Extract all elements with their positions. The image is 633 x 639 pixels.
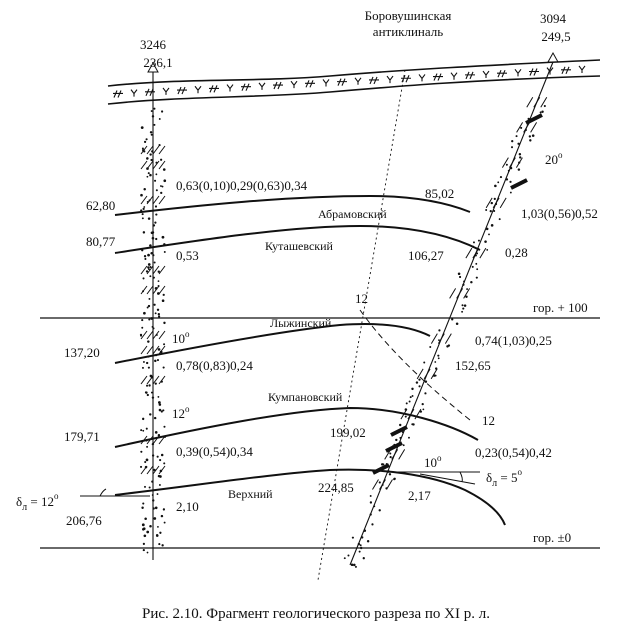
level-label-upper: гор. + 100 xyxy=(533,300,588,315)
seam-abramovsky xyxy=(114,194,471,216)
delta-left-label: δл = 12o xyxy=(16,491,59,513)
fault-line xyxy=(359,309,471,421)
left-depth-4: 179,71 xyxy=(64,429,100,444)
borehole-right-number: 3094 xyxy=(540,11,567,26)
level-label-lower: гор. ±0 xyxy=(533,530,571,545)
right-dip-2: 10o xyxy=(424,453,442,470)
figure-caption: Рис. 2.10. Фрагмент геологического разре… xyxy=(142,606,490,622)
left-thickness-4: 0,39(0,54)0,34 xyxy=(176,444,253,459)
right-thickness-4: 0,23(0,54)0,42 xyxy=(475,445,552,460)
seam-kutashevsky xyxy=(114,224,481,254)
borehole-left xyxy=(139,61,167,560)
anticline-name-line2: антиклиналь xyxy=(373,24,443,39)
seam-label-kumpanovsky: Кумпановский xyxy=(268,390,343,404)
left-dip-1: 10o xyxy=(172,329,190,346)
borehole-right-elevation: 249,5 xyxy=(541,29,570,44)
surface-line-top xyxy=(107,59,601,87)
left-thickness-5: 2,10 xyxy=(176,499,199,514)
left-thickness-1: 0,63(0,10)0,29(0,63)0,34 xyxy=(176,178,308,193)
borehole-left-elevation: 236,1 xyxy=(143,55,172,70)
left-depth-3: 137,20 xyxy=(64,345,100,360)
right-depth-3: 152,65 xyxy=(455,358,491,373)
delta-left-marker xyxy=(80,488,150,497)
left-dip-2: 12o xyxy=(172,404,190,421)
seam-lyzhinsky xyxy=(114,323,431,364)
left-depth-5: 206,76 xyxy=(66,513,102,528)
soil-hatching xyxy=(113,65,586,98)
fault-label-2: 12 xyxy=(482,413,495,428)
right-depth-1: 85,02 xyxy=(425,186,454,201)
delta-right-marker xyxy=(390,471,480,485)
borehole-right xyxy=(343,51,559,568)
seam-label-abramovsky: Абрамовский xyxy=(318,207,387,221)
right-depth-4: 199,02 xyxy=(330,425,366,440)
seam-label-lyzhinsky: Лыжинский xyxy=(270,316,332,330)
right-thickness-2: 0,28 xyxy=(505,245,528,260)
right-thickness-3: 0,74(1,03)0,25 xyxy=(475,333,552,348)
right-thickness-5: 2,17 xyxy=(408,488,431,503)
anticline-axis xyxy=(317,69,406,581)
delta-right-label: δл = 5o xyxy=(486,467,522,489)
left-depth-1: 62,80 xyxy=(86,198,115,213)
right-thickness-1: 1,03(0,56)0,52 xyxy=(521,206,598,221)
fault-label-1: 12 xyxy=(355,291,368,306)
seam-label-verkhny: Верхний xyxy=(228,487,273,501)
left-depth-2: 80,77 xyxy=(86,234,116,249)
surface-line-bottom xyxy=(107,75,601,105)
seam-verkhny xyxy=(114,468,506,526)
seam-kumpanovsky xyxy=(114,406,479,448)
borehole-left-number: 3246 xyxy=(140,37,167,52)
right-depth-2: 106,27 xyxy=(408,248,444,263)
anticline-name-line1: Боровушинская xyxy=(365,8,452,23)
left-thickness-2: 0,53 xyxy=(176,248,199,263)
left-thickness-3: 0,78(0,83)0,24 xyxy=(176,358,253,373)
right-dip-1: 20o xyxy=(545,150,563,167)
right-depth-5: 224,85 xyxy=(318,480,354,495)
seam-label-kutashevsky: Куташевский xyxy=(265,239,334,253)
